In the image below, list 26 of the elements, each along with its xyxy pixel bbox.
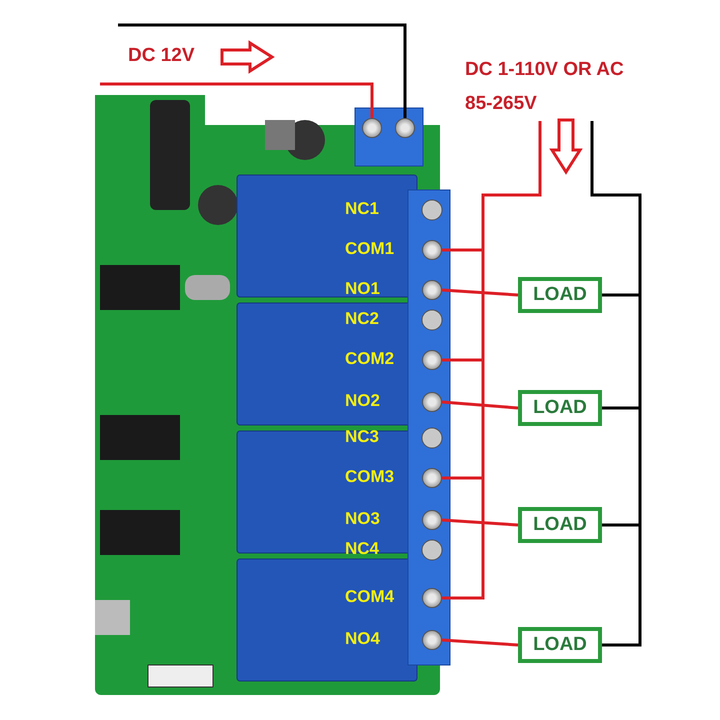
load-box: LOAD [518,277,602,313]
wire [442,121,542,600]
wire [442,400,518,410]
terminal-label: NC3 [345,427,380,447]
terminal-label: COM4 [345,587,394,607]
terminal-label: COM2 [345,349,394,369]
wire [442,288,518,296]
terminal-label: NO2 [345,391,380,411]
terminal-label: NC2 [345,309,380,329]
wire [590,121,642,646]
terminal-label: NO4 [345,629,380,649]
wire [100,82,374,118]
voltage-label: DC 12V [128,45,195,67]
terminal-label: COM3 [345,467,394,487]
load-box: LOAD [518,507,602,543]
terminal-label: COM1 [345,239,394,259]
terminal-label: NC1 [345,199,380,219]
terminal-label: NO3 [345,509,380,529]
load-box: LOAD [518,627,602,663]
wire [442,518,518,526]
terminal-label: NC4 [345,539,380,559]
terminal-label: NO1 [345,279,380,299]
load-box: LOAD [518,390,602,426]
wire [442,638,518,646]
wire [118,24,406,118]
supply-voltage-label: DC 1-110V OR AC 85-265V [465,53,640,121]
